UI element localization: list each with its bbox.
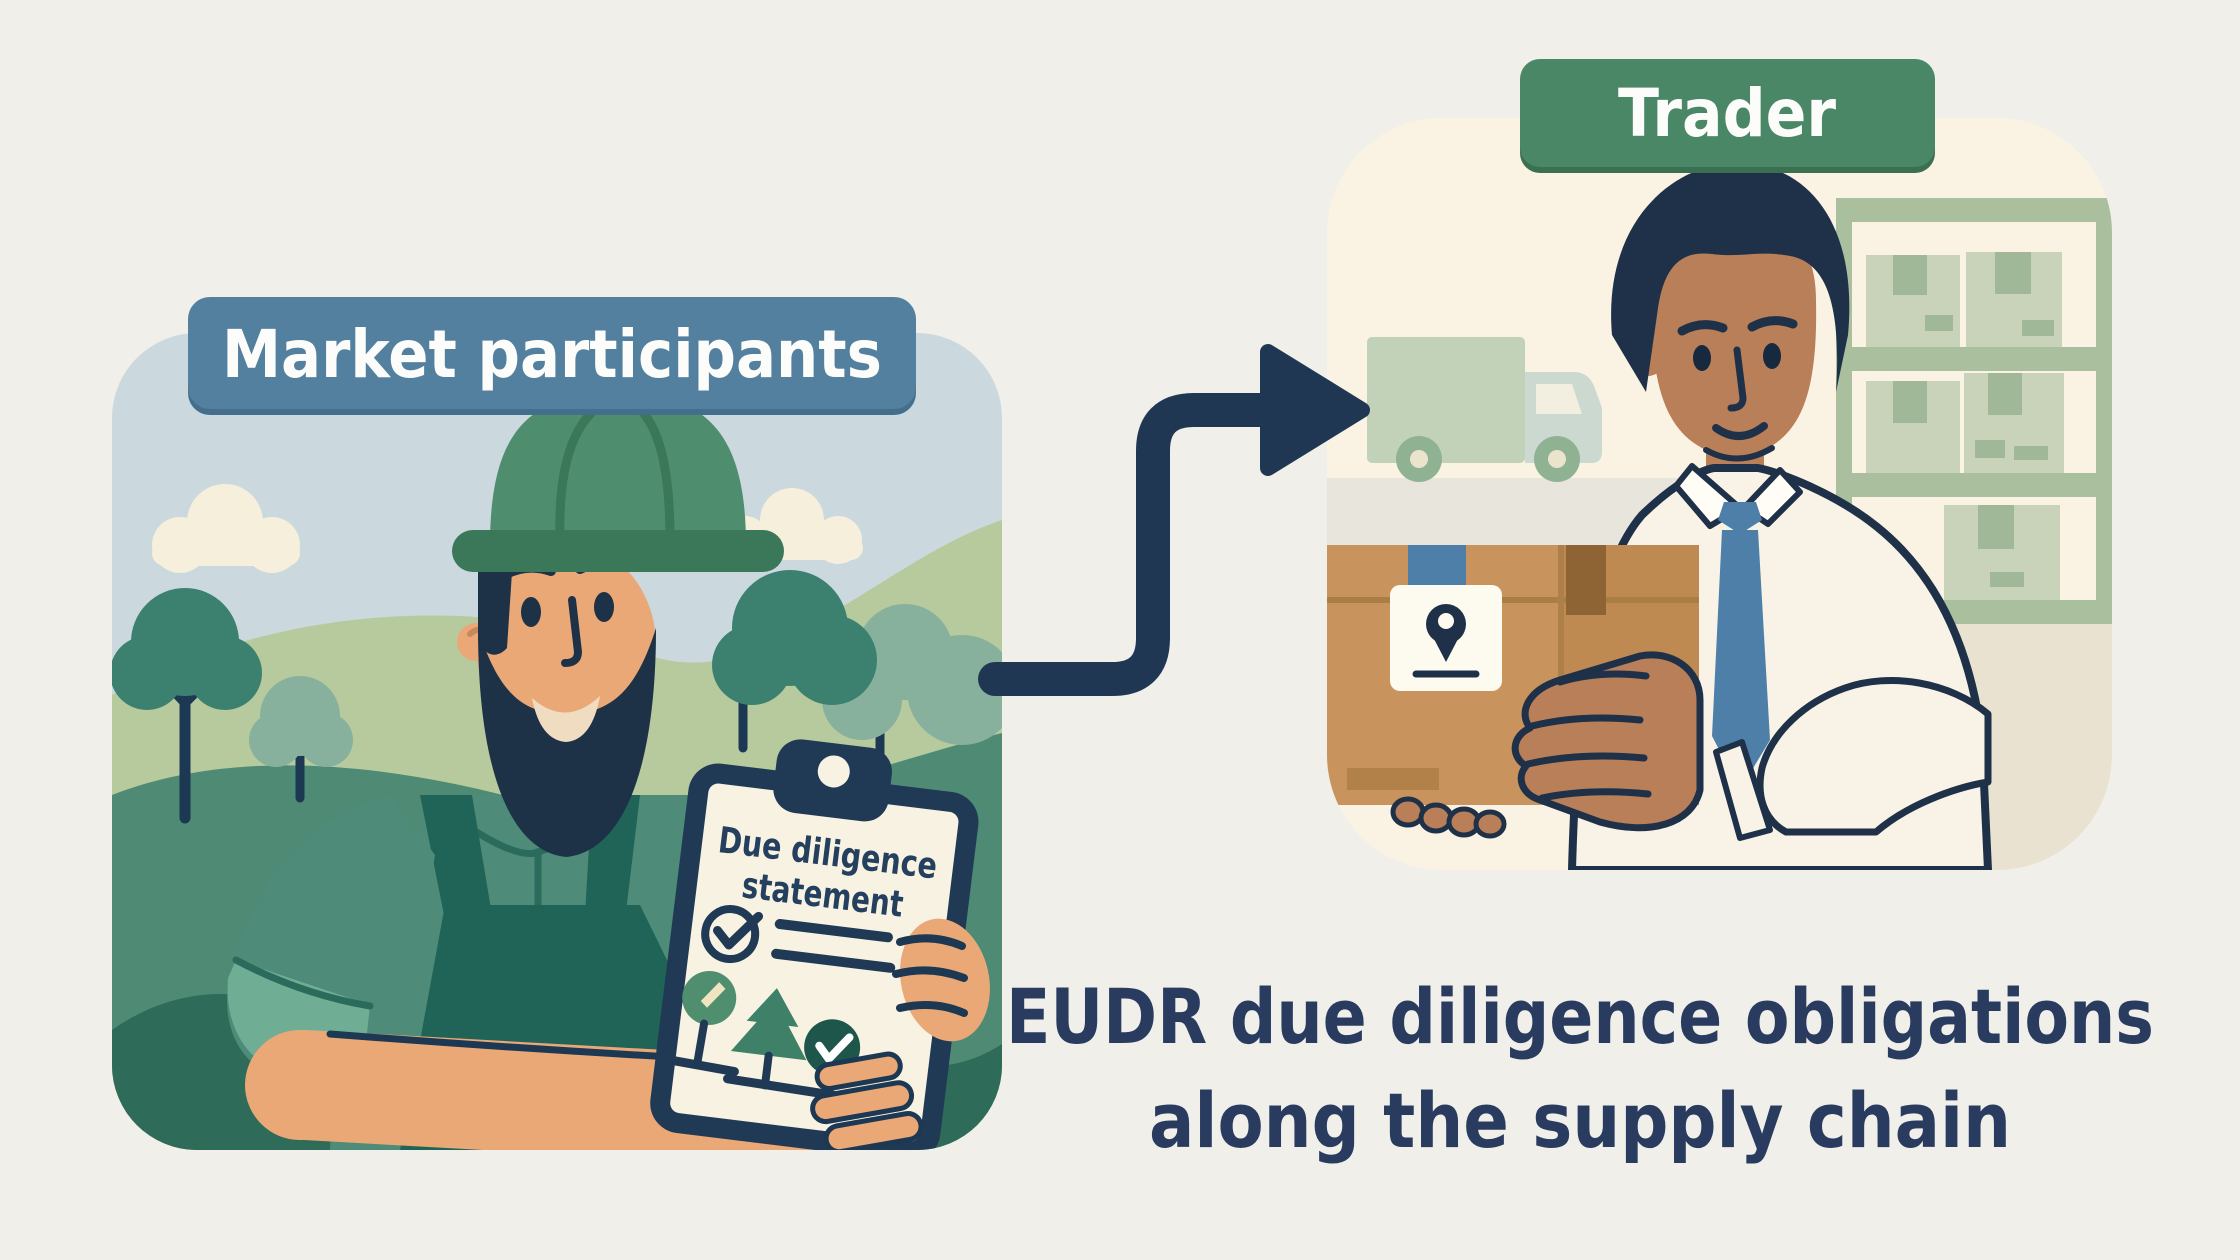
shipping-label xyxy=(1390,585,1502,691)
trader-fingertips xyxy=(1390,796,1507,839)
trader-tie xyxy=(1712,502,1770,790)
trader-label: Trader xyxy=(1618,75,1836,152)
flow-arrow-icon xyxy=(978,344,1370,696)
hard-hat-brim xyxy=(452,530,784,572)
worker-beard xyxy=(478,628,656,857)
location-pin-icon xyxy=(1426,604,1466,662)
market-participants-badge: Market participants xyxy=(188,297,916,415)
warehouse-shelf-icon xyxy=(1836,198,2112,624)
tree-icon xyxy=(249,676,353,803)
title-line2: along the supply chain xyxy=(1149,1076,2011,1165)
tree-icon xyxy=(112,588,262,824)
document-line xyxy=(774,919,893,943)
trader-panel xyxy=(1327,118,2112,870)
delivery-truck-icon xyxy=(1367,337,1602,482)
checkmark-icon xyxy=(701,905,764,964)
worker-left-fingers xyxy=(810,1051,924,1150)
title-line1: EUDR due diligence obligations xyxy=(1006,972,2154,1061)
document-line xyxy=(771,948,896,973)
worker-right-hand xyxy=(892,918,990,1042)
market-participants-panel: Due diligence statement xyxy=(112,333,1002,1150)
page-title: EUDR due diligence obligations along the… xyxy=(1006,972,2154,1165)
trader-hand xyxy=(1511,651,1704,832)
market-participants-label: Market participants xyxy=(222,316,882,393)
round-tree-icon xyxy=(658,970,739,1077)
hard-hat-icon xyxy=(490,393,746,545)
cloud-icon xyxy=(152,484,300,573)
trader-hair xyxy=(1611,162,1850,392)
apron-strap xyxy=(420,795,492,920)
trader-badge: Trader xyxy=(1520,59,1935,173)
tree-cluster xyxy=(712,570,1002,777)
